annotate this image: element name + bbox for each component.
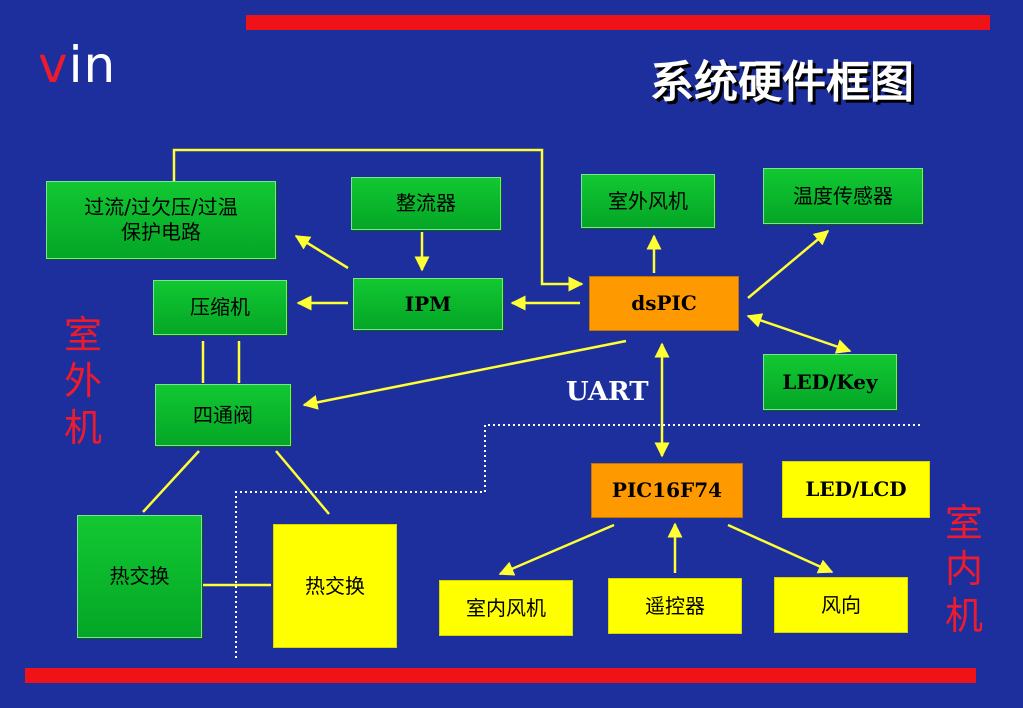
four-way-valve-block: 四通阀 — [155, 384, 291, 446]
valve-to-indoor-exchanger — [275, 450, 330, 515]
indoor-fan-block: 室内风机 — [439, 580, 573, 636]
outdoor-unit-label: 室外机 — [63, 313, 102, 450]
uart-label: UART — [566, 377, 649, 407]
compressor-block: 压缩机 — [153, 280, 287, 335]
ipm-block: IPM — [353, 278, 503, 330]
indoor-boundary-dotted — [235, 424, 920, 660]
indoor-unit-label: 室内机 — [944, 501, 983, 638]
valve-to-outdoor-exchanger — [142, 450, 200, 513]
dspic-to-ledkey-arrow — [746, 313, 852, 354]
bottom-red-bar — [25, 668, 976, 683]
dspic-to-sensor-arrow — [747, 230, 830, 299]
vin-logo: vin — [38, 36, 117, 94]
dspic-to-valve-arrow — [302, 339, 627, 410]
outdoor-fan-block: 室外风机 — [581, 174, 715, 228]
pic-to-wind-arrow — [727, 523, 834, 574]
wind-direction-block: 风向 — [774, 577, 908, 633]
remote-control-block: 遥控器 — [608, 578, 742, 634]
top-red-bar — [246, 15, 990, 30]
protection-to-dspic-line — [172, 148, 584, 292]
led-key-block: LED/Key — [763, 354, 897, 410]
led-lcd-block: LED/LCD — [782, 461, 930, 518]
ipm-to-protection-arrow — [294, 234, 349, 270]
indoor-heat-exchanger-block: 热交换 — [273, 524, 397, 648]
pic16f74-block: PIC16F74 — [591, 463, 743, 518]
rectifier-block: 整流器 — [351, 177, 501, 230]
page-title: 系统硬件框图 — [650, 57, 914, 108]
outdoor-heat-exchanger-block: 热交换 — [77, 515, 202, 638]
temperature-sensor-block: 温度传感器 — [763, 168, 923, 224]
dspic-block: dsPIC — [589, 276, 739, 331]
protection-circuit-block: 过流/过欠压/过温 保护电路 — [46, 181, 276, 259]
pic-to-indoor-fan-arrow — [498, 523, 615, 576]
